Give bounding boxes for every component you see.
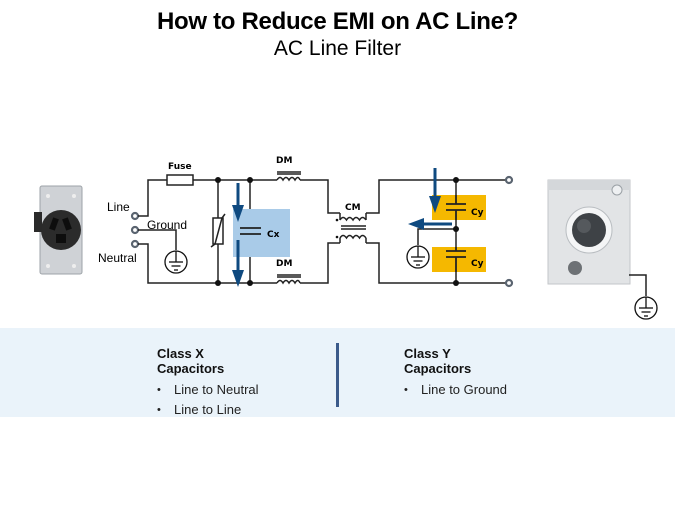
dryer-ground-wire <box>629 274 647 296</box>
cm-label: CM <box>345 203 361 213</box>
list-item: •Line to Ground <box>404 382 508 397</box>
cy-arrow-icons <box>408 168 452 230</box>
cx-arrow-icons <box>232 183 244 287</box>
page-subtitle: AC Line Filter <box>273 37 402 60</box>
list-item: •Line to Line <box>157 402 242 417</box>
output-neutral-terminal <box>504 278 514 288</box>
dm-top-label: DM <box>276 156 292 166</box>
ac-line-filter-diagram: Line Ground Neutral <box>34 156 658 320</box>
section-divider <box>336 343 339 407</box>
fuse-label: Fuse <box>168 162 192 172</box>
page-title: How to Reduce EMI on AC Line? <box>156 8 519 35</box>
line-terminal <box>130 211 140 221</box>
list-item: •Line to Neutral <box>157 382 259 397</box>
outlet-receptacle-image <box>34 185 83 275</box>
dm-inductor-top <box>276 171 301 182</box>
cy-top-label: Cy <box>471 208 484 218</box>
output-line-terminal <box>504 175 514 185</box>
cy-top-highlight <box>432 195 486 220</box>
cx-highlight <box>233 209 290 257</box>
class-x-title: Class X Capacitors <box>157 346 225 376</box>
cy-bottom-label: Cy <box>471 259 484 269</box>
neutral-terminal <box>130 239 140 249</box>
ground-icon <box>406 245 430 269</box>
ground-icon <box>164 250 188 274</box>
cm-choke <box>339 213 367 243</box>
cx-label: Cx <box>267 230 280 240</box>
line-label: Line <box>107 200 130 214</box>
fuse-symbol <box>166 174 194 186</box>
dm-inductor-bottom <box>276 274 301 285</box>
class-y-title: Class Y Capacitors <box>404 346 472 376</box>
clothes-dryer-image <box>547 179 631 285</box>
class-x-list: •Line to Neutral •Line to Line <box>157 380 259 420</box>
ground-label: Ground <box>147 218 187 232</box>
neutral-label: Neutral <box>98 251 137 265</box>
ground-icon <box>634 296 658 320</box>
class-y-section: Class Y Capacitors •Line to Ground <box>404 346 507 400</box>
junction-dots <box>215 177 459 286</box>
class-x-section: Class X Capacitors •Line to Neutral •Lin… <box>157 346 259 420</box>
class-y-list: •Line to Ground <box>404 380 507 400</box>
ground-terminal <box>130 225 140 235</box>
dm-bottom-label: DM <box>276 259 292 269</box>
